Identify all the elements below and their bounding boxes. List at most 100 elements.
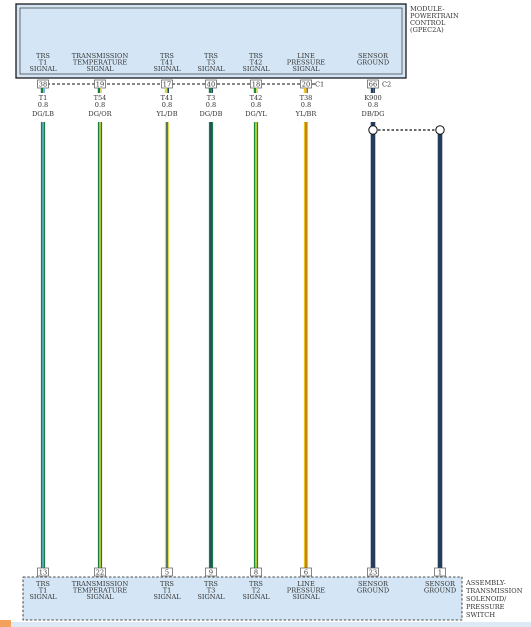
wire-3-bottom-pin-box [205, 567, 217, 577]
wire-4-gauge: 0.8 [251, 101, 262, 109]
wire-5-bottom-pin-box [300, 567, 312, 577]
wire-4-bottom-pin: 8 [254, 568, 258, 576]
wire-0-bottom-pin: 13 [39, 568, 47, 576]
top-module-box [15, 3, 407, 79]
wire-2-color-code: YL/DB [155, 110, 177, 118]
wire-6-gauge: 0.8 [368, 101, 379, 109]
wire-6-top-pin: 66 [369, 80, 377, 88]
wire-5-bottom-label-1: PRESSURE [287, 587, 326, 595]
wire-0-bottom-pin-box [37, 567, 49, 577]
top-module-title-0: MODULE- [410, 5, 445, 13]
bottom-module-title-1: TRANSMISSION [466, 587, 523, 595]
wire-4-top-label-2: SIGNAL [242, 65, 270, 73]
wire-6-bottom-label-1: GROUND [357, 587, 389, 595]
wire-0-top-label-0: TRS [36, 52, 50, 60]
wire-7-bottom-pin-box [434, 567, 446, 577]
wire-7-bottom-pin: 1 [438, 568, 442, 576]
wire-4-bottom-label-1: T2 [252, 587, 261, 595]
wire-1-top-pin: 19 [96, 80, 104, 88]
wire-6-top-label-0: SENSOR [358, 52, 389, 60]
wire-1-gauge: 0.8 [95, 101, 106, 109]
wire-6-circuit: K900 [364, 94, 382, 102]
wire-1-bottom-pin-box [94, 567, 106, 577]
wire-4-top-label-0: TRS [249, 52, 263, 60]
wire-1-color-code: DG/OR [88, 110, 112, 118]
splice-node-1 [435, 125, 445, 135]
top-module: MODULE- POWERTRAIN CONTROL (GPEC2A) [15, 3, 459, 79]
wire-0-circuit: T1 [39, 94, 48, 102]
wire-6-color-code: DB/DG [362, 110, 385, 118]
wire-3-bottom-pin: 9 [209, 568, 213, 576]
wire-2-top-pin: 17 [163, 80, 171, 88]
top-module-inner-border [19, 7, 403, 75]
wire-5-top-pin: 20 [302, 80, 310, 88]
wire-1-top-label-2: SIGNAL [86, 65, 114, 73]
top-module-title-3: (GPEC2A) [410, 26, 444, 34]
wire-1-bottom-label-2: SIGNAL [86, 593, 114, 601]
wire-2-bottom-label-0: TRS [160, 580, 174, 588]
wire-1-top-label-0: TRANSMISSION [72, 52, 129, 60]
wire-0-bottom-label-2: SIGNAL [29, 593, 57, 601]
wire-3-top-label-1: T3 [207, 59, 216, 67]
wire-6-bottom-pin: 23 [369, 568, 377, 576]
splice-node-0 [368, 125, 378, 135]
wire-0-top-label-1: T1 [39, 59, 48, 67]
wire-5-bottom-label-2: SIGNAL [292, 593, 320, 601]
connector-c1-label: C1 [315, 81, 324, 89]
wire-1-top-label-1: TEMPERATURE [73, 59, 127, 67]
wire-3-bottom-label-1: T3 [207, 587, 216, 595]
wire-2-bottom-label-2: SIGNAL [153, 593, 181, 601]
wire-5-bottom-pin: 6 [304, 568, 308, 576]
bottom-module-title-4: SWITCH [466, 611, 495, 619]
wire-1-circuit: T54 [94, 94, 107, 102]
wire-5-top-label-1: PRESSURE [287, 59, 326, 67]
wire-3-top-label-0: TRS [204, 52, 218, 60]
wire-3-bottom-label-0: TRS [204, 580, 218, 588]
wire-1-bottom-pin: 22 [96, 568, 104, 576]
wire-4-top-label-1: T42 [250, 59, 263, 67]
wire-5-gauge: 0.8 [301, 101, 312, 109]
footer-orange-marker [0, 620, 11, 627]
wire-6-bottom-label-0: SENSOR [358, 580, 389, 588]
wire-2-top-label-0: TRS [160, 52, 174, 60]
wire-3-circuit: T3 [207, 94, 216, 102]
wire-4-bottom-pin-box [250, 567, 262, 577]
wire-3-gauge: 0.8 [206, 101, 217, 109]
wire-7-bottom-label-0: SENSOR [425, 580, 456, 588]
wire-5-top-label-2: SIGNAL [292, 65, 320, 73]
wire-4-color-code: DG/YL [245, 110, 267, 118]
wire-3-bottom-label-2: SIGNAL [197, 593, 225, 601]
wire-5-color-code: YL/BR [295, 110, 318, 118]
connector-c2-label: C2 [382, 81, 391, 89]
wire-4-top-pin: 18 [252, 80, 260, 88]
wire-5-top-label-0: LINE [297, 52, 315, 60]
wire-6-bottom-pin-box [367, 567, 379, 577]
wire-0-top-label-2: SIGNAL [29, 65, 57, 73]
footer-blue-strip [11, 622, 531, 627]
wire-4-circuit: T42 [250, 94, 263, 102]
bottom-module: ASSEMBLY- TRANSMISSION SOLENOID/ PRESSUR… [22, 576, 523, 621]
wire-6-top-label-1: GROUND [357, 59, 389, 67]
wires-layer: TRST1SIGNAL38T10.8DG/LB13TRST1SIGNALTRAN… [29, 52, 456, 601]
top-module-title-2: CONTROL [410, 19, 446, 27]
wire-2-bottom-pin: 5 [165, 568, 169, 576]
wire-2-bottom-label-1: T1 [163, 587, 172, 595]
wire-0-top-pin: 38 [39, 80, 47, 88]
wire-2-gauge: 0.8 [162, 101, 173, 109]
wire-2-top-label-2: SIGNAL [153, 65, 181, 73]
wire-2-top-label-1: T41 [161, 59, 174, 67]
wire-5-bottom-label-0: LINE [297, 580, 315, 588]
bottom-module-title-3: PRESSURE [466, 603, 505, 611]
wire-4-bottom-label-0: TRS [249, 580, 263, 588]
wire-4-bottom-label-2: SIGNAL [242, 593, 270, 601]
wire-2-circuit: T41 [161, 94, 174, 102]
wire-7-bottom-label-1: GROUND [424, 587, 456, 595]
bottom-module-title-2: SOLENOID/ [466, 595, 507, 603]
bottom-module-box [22, 576, 463, 621]
wire-5-circuit: T38 [300, 94, 313, 102]
wire-0-bottom-label-0: TRS [36, 580, 50, 588]
bottom-module-title-0: ASSEMBLY- [465, 579, 506, 587]
wire-2-bottom-pin-box [161, 567, 173, 577]
wire-1-bottom-label-0: TRANSMISSION [72, 580, 129, 588]
